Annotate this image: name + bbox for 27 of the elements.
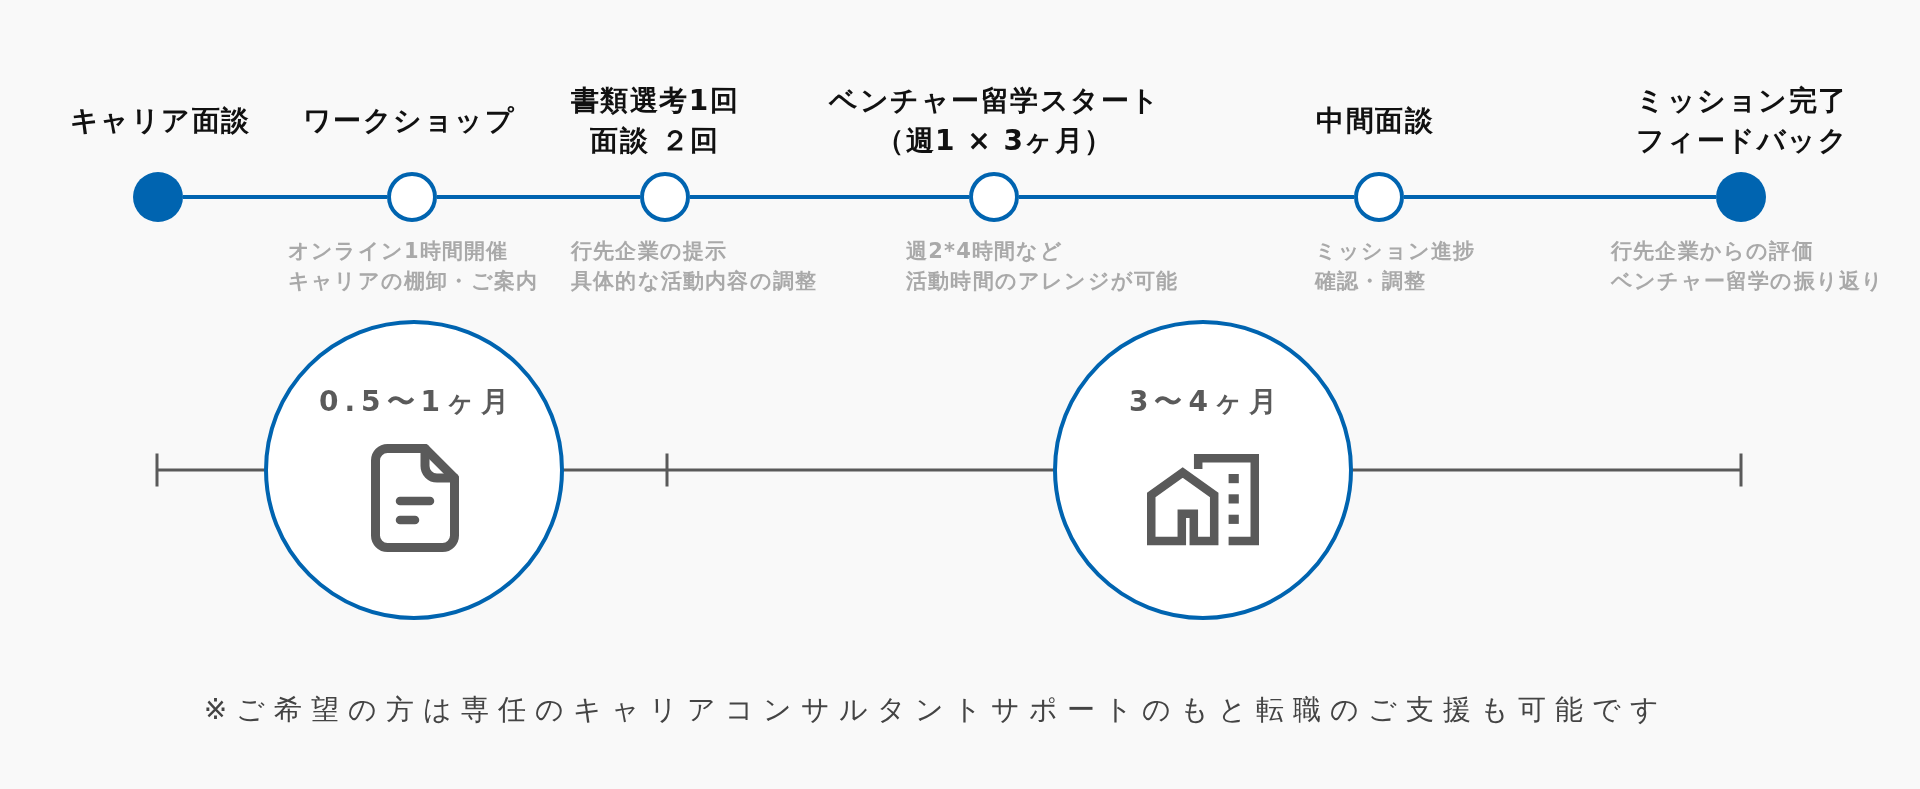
milestone-note: 行先企業の提示 xyxy=(571,238,728,265)
milestone-title: ワークショップ xyxy=(302,103,516,139)
footnote: ※ご希望の方は専任のキャリアコンサルタントサポートのもと転職のご支援も可能です xyxy=(203,692,1669,728)
milestone-note: 具体的な活動内容の調整 xyxy=(571,268,818,295)
milestone-title: ベンチャー留学スタート xyxy=(829,83,1161,119)
milestone-note: 活動時間のアレンジが可能 xyxy=(906,268,1179,295)
milestone-note: オンライン1時間開催 xyxy=(288,238,509,265)
connector-line xyxy=(183,195,387,199)
duration-label: 0.5〜1ヶ月 xyxy=(318,384,516,420)
milestone-note: 週2*4時間など xyxy=(906,238,1063,265)
milestone-note: ミッション進捗 xyxy=(1315,238,1476,265)
milestone-title: 書類選考1回 xyxy=(570,83,740,119)
milestone-note: 行先企業からの評価 xyxy=(1611,238,1814,265)
milestone-note: ベンチャー留学の振り返り xyxy=(1611,268,1885,295)
milestone-title: ミッション完了 xyxy=(1636,83,1848,119)
connector-line xyxy=(690,195,969,199)
milestone-title: フィードバック xyxy=(1635,123,1849,159)
milestone-note: キャリアの棚卸・ご案内 xyxy=(288,268,539,295)
milestone-note: 確認・調整 xyxy=(1315,268,1426,295)
milestone-title: キャリア面談 xyxy=(69,103,251,139)
connector-line xyxy=(437,195,640,199)
connector-line xyxy=(1404,195,1716,199)
milestone-title: （週1 × 3ヶ月） xyxy=(876,123,1114,159)
milestone-title: 中間面談 xyxy=(1316,103,1434,139)
duration-label: 3〜4ヶ月 xyxy=(1129,384,1283,420)
connector-line xyxy=(1019,195,1354,199)
milestone-title: 面談 ２回 xyxy=(590,123,720,159)
